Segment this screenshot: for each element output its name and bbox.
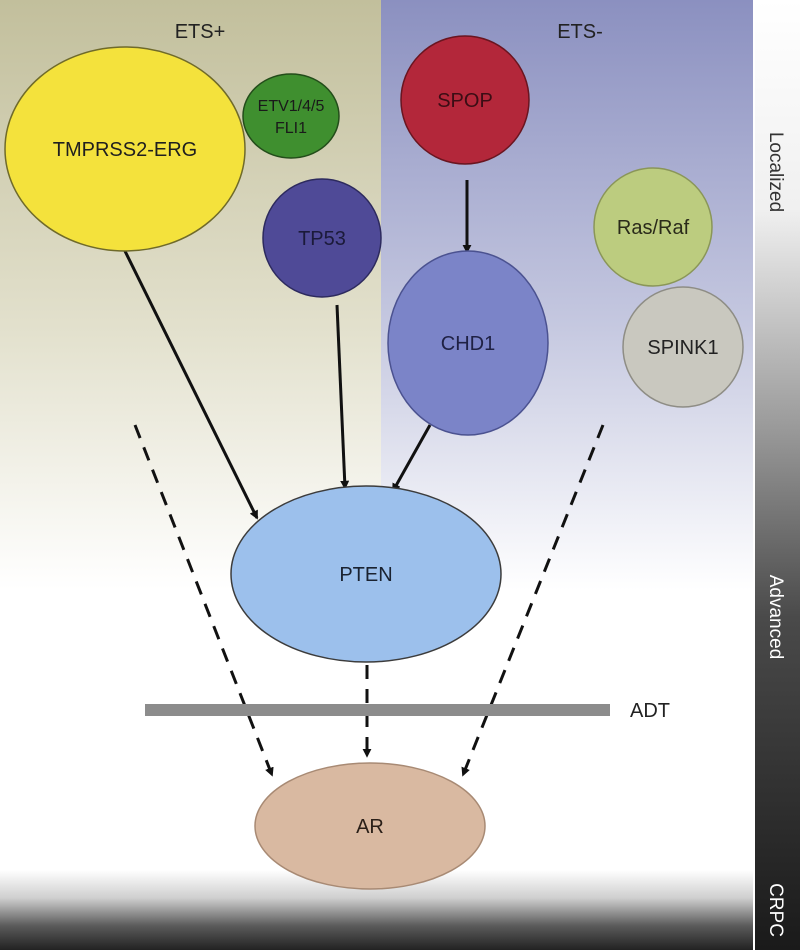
chd1-label: CHD1 (441, 333, 495, 355)
node-ar: AR (254, 762, 486, 890)
tp53-label: TP53 (298, 228, 346, 250)
arrow-tp53-to-pten (335, 304, 350, 490)
stage-bar (755, 0, 800, 950)
adt-label: ADT (630, 700, 670, 722)
arrow-tmprss2-to-pten (120, 244, 259, 520)
stage-localized-label: Localized (765, 132, 786, 212)
node-tp53: TP53 (262, 178, 382, 298)
pten-label: PTEN (339, 564, 392, 586)
node-pten: PTEN (230, 485, 502, 663)
ets-negative-label: ETS- (557, 21, 603, 43)
spink1-label: SPINK1 (647, 337, 718, 359)
etv-label-line1: ETV1/4/5 (258, 98, 325, 115)
node-chd1: CHD1 (387, 250, 549, 436)
arrow-chd1-to-pten (391, 424, 432, 493)
node-ras-raf: Ras/Raf (593, 167, 713, 287)
dashed-arrow-right (461, 424, 605, 777)
adt-bar (145, 704, 610, 716)
tmprss2-erg-label: TMPRSS2-ERG (53, 139, 197, 161)
ras-raf-label: Ras/Raf (617, 217, 690, 239)
etv-label-line2: FLI1 (275, 120, 307, 137)
node-spink1: SPINK1 (622, 286, 744, 408)
ets-positive-label: ETS+ (175, 21, 226, 43)
stage-advanced-label: Advanced (765, 575, 786, 660)
node-etv: ETV1/4/5 FLI1 (242, 73, 340, 159)
stage-crpc-label: CRPC (765, 883, 786, 937)
ar-label: AR (356, 816, 384, 838)
dashed-arrow-left (133, 424, 274, 777)
node-spop: SPOP (400, 35, 530, 165)
spop-label: SPOP (437, 90, 493, 112)
node-tmprss2-erg: TMPRSS2-ERG (4, 46, 246, 252)
